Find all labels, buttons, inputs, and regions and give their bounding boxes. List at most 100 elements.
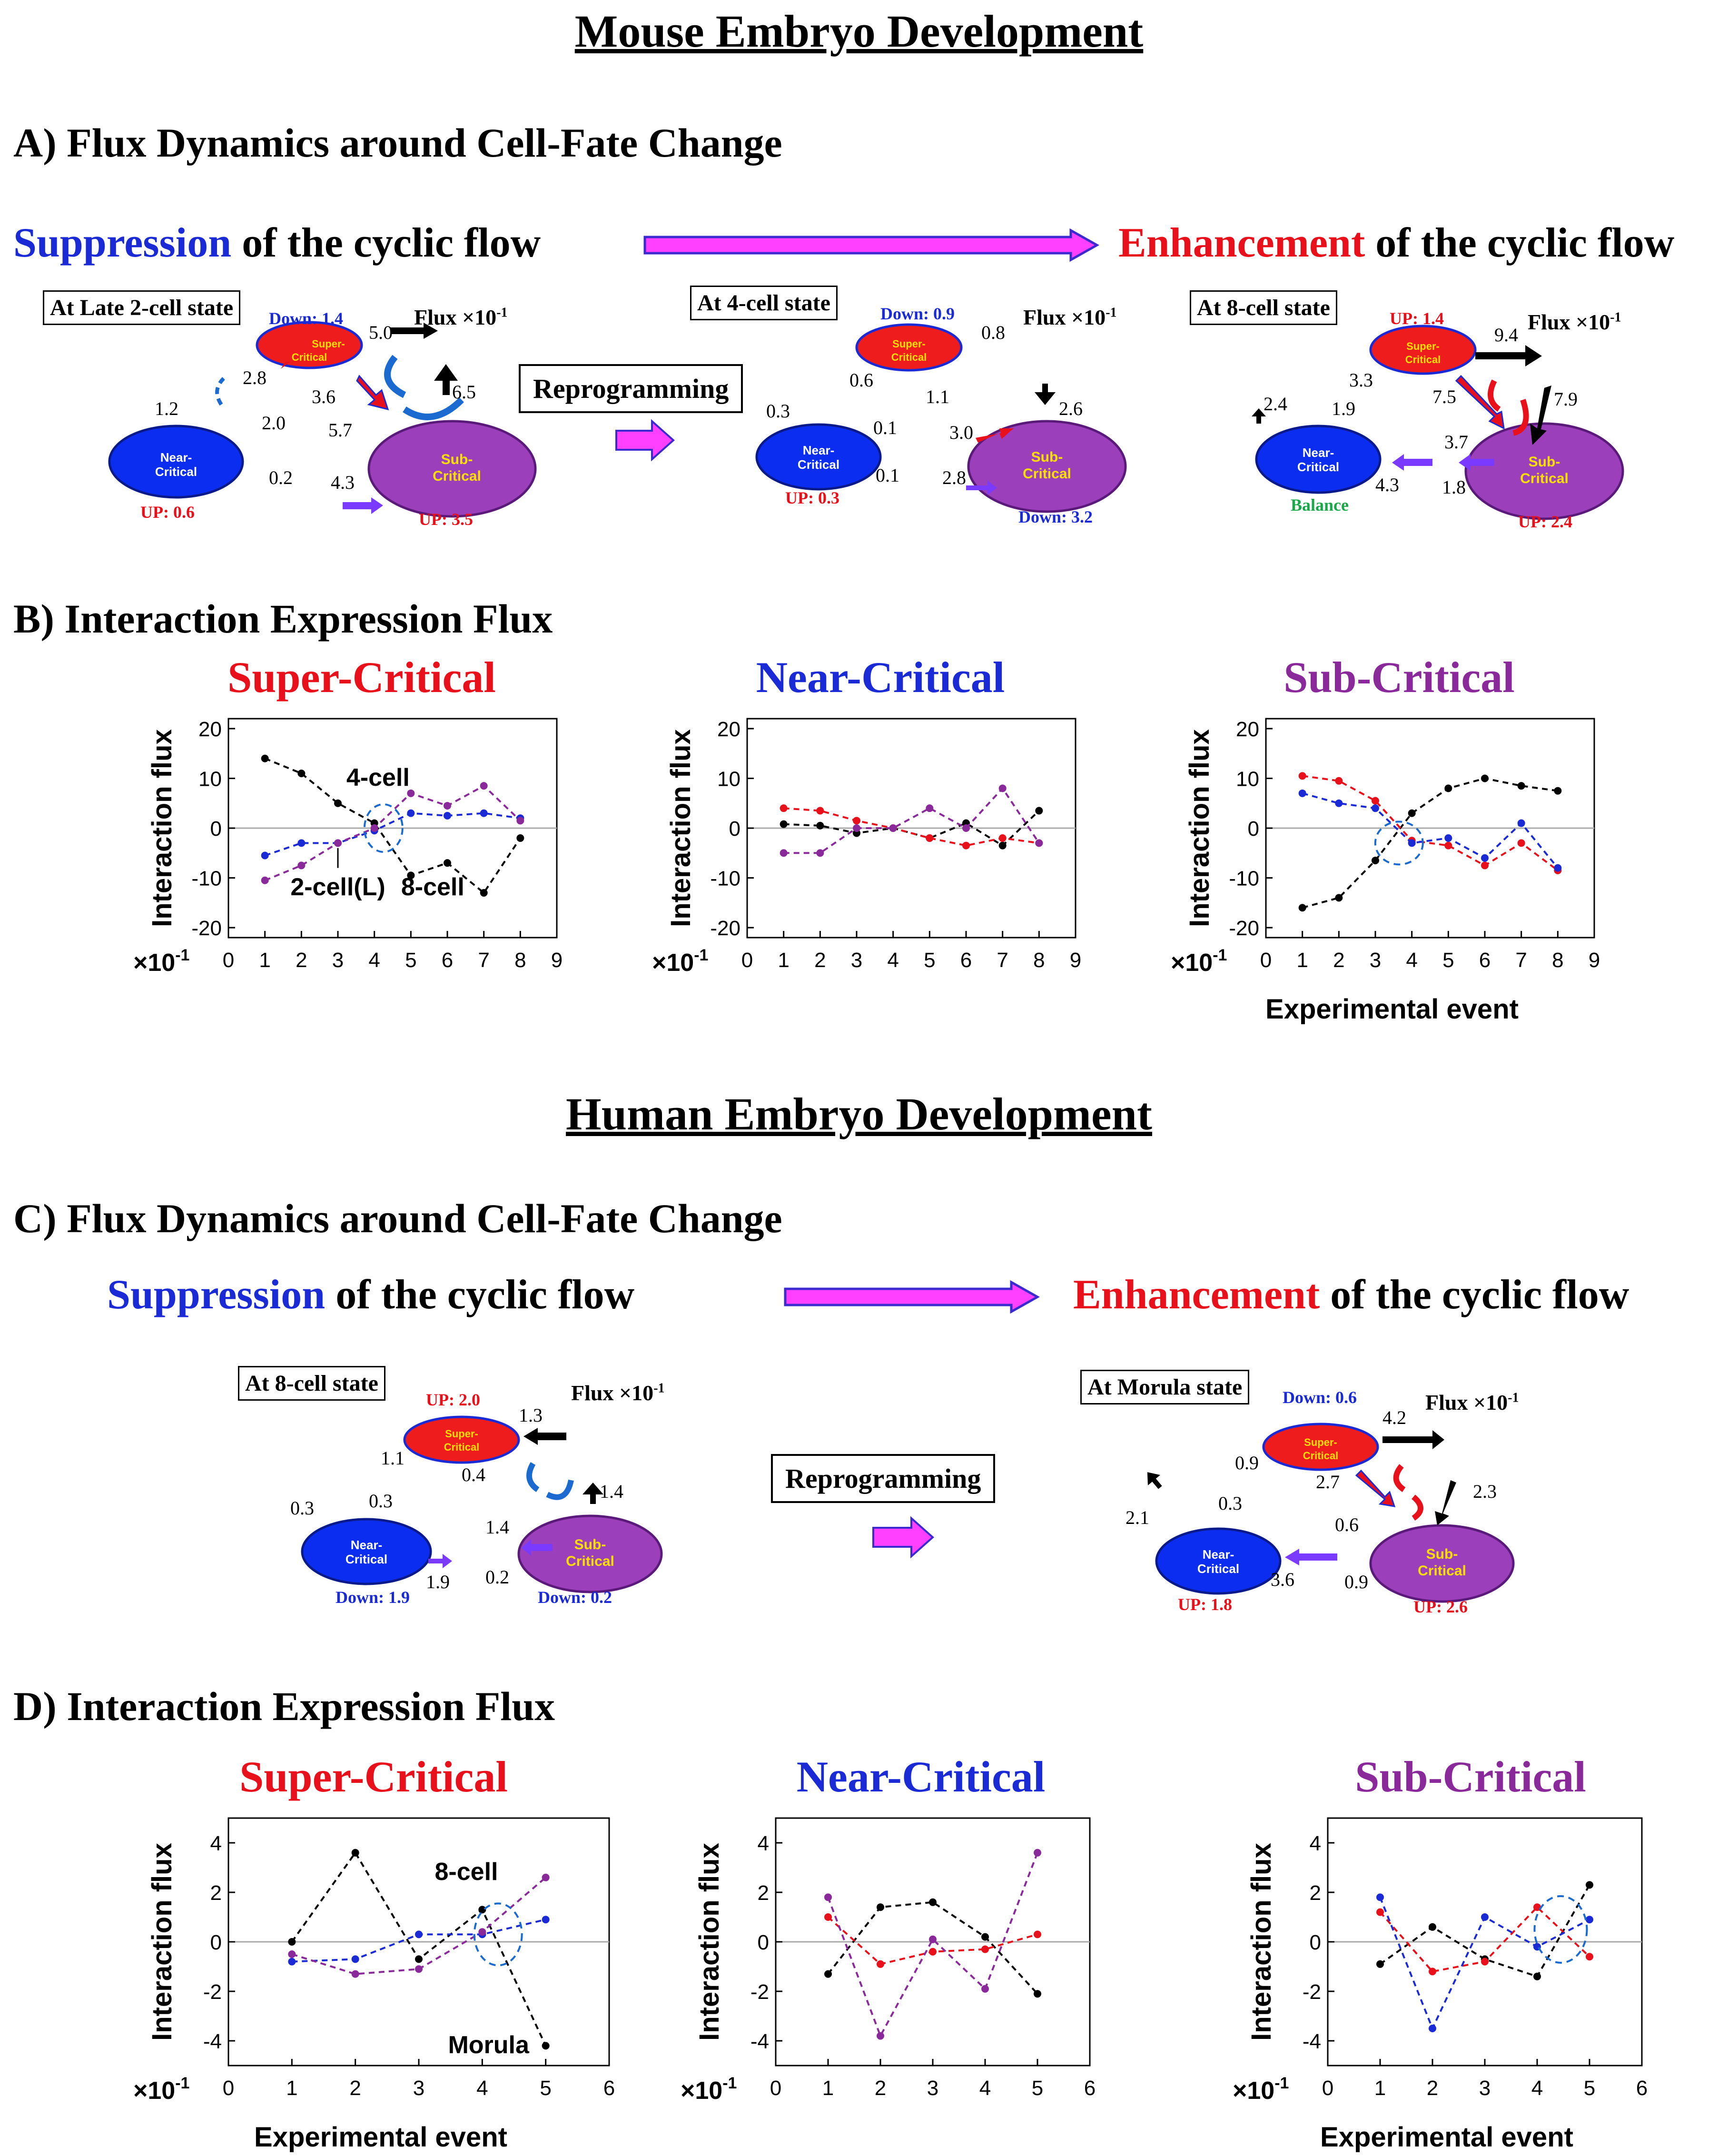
x-tick-label: 0: [223, 2077, 234, 2100]
suppression-rest: of the cyclic flow: [231, 220, 541, 266]
suppression-word: Suppression: [13, 220, 232, 266]
reprogramming-box-c: Reprogramming: [771, 1454, 996, 1503]
mouse-title: Mouse Embryo Development: [574, 6, 1144, 57]
x-tick-label: 2: [1427, 2077, 1438, 2100]
flux-value: 5.7: [328, 419, 352, 441]
flux-value: 2.4: [1264, 393, 1287, 415]
data-point: [351, 1955, 359, 1963]
data-point: [1429, 1923, 1436, 1931]
data-point: [1481, 861, 1489, 870]
x-tick-label: 3: [927, 2077, 938, 2100]
flux-value: 7.5: [1432, 386, 1456, 407]
flux-value: 0.2: [269, 467, 293, 488]
x-tick-label: 2: [1333, 949, 1344, 972]
data-point: [516, 817, 524, 825]
data-point: [1335, 894, 1343, 902]
flux-value: 2.6: [1059, 398, 1083, 419]
y-tick-label: 4: [1310, 1832, 1321, 1855]
chart-title: Sub-Critical: [1355, 1752, 1586, 1801]
data-point: [334, 839, 342, 847]
transition-arrow-a: [643, 228, 1099, 262]
svg-text:Critical: Critical: [1197, 1562, 1239, 1576]
data-point: [351, 1970, 359, 1978]
data-point: [780, 820, 788, 828]
data-point: [1408, 839, 1416, 847]
y-tick-label: 0: [210, 817, 222, 841]
x-tick-label: 0: [1322, 2077, 1333, 2100]
y-tick-label: -10: [1229, 867, 1259, 890]
x-tick-label: 4: [476, 2077, 488, 2100]
x-tick-label: 3: [1370, 949, 1381, 972]
y-tick-label: 0: [758, 1931, 769, 1954]
x-tick-label: 3: [332, 949, 344, 972]
super-status: Down: 1.4: [269, 309, 344, 328]
svg-text:Sub-: Sub-: [441, 452, 473, 467]
x-tick-label: 1: [286, 2077, 297, 2100]
data-point: [824, 1913, 832, 1921]
human-title: Human Embryo Development: [566, 1088, 1152, 1139]
data-point: [780, 804, 788, 812]
data-point: [816, 821, 824, 830]
y-tick-label: 20: [198, 718, 222, 741]
flux-value: 3.7: [1444, 431, 1468, 453]
flux-label: Flux ×10-1: [1528, 310, 1621, 334]
reprogramming-arrow-c: [872, 1516, 935, 1559]
svg-text:Critical: Critical: [1520, 471, 1569, 486]
state-box: At Late 2-cell state: [43, 290, 241, 325]
network-graphic: Super- Critical Near- Critical Sub- Crit…: [755, 323, 1127, 513]
svg-text:Critical: Critical: [444, 1441, 480, 1453]
data-point: [297, 861, 306, 870]
y-tick-label: -20: [191, 917, 222, 940]
svg-text:Sub-: Sub-: [1426, 1546, 1458, 1562]
flux-value: 0.8: [981, 322, 1005, 343]
flux-value: 0.3: [766, 400, 790, 422]
flux-value: 1.2: [155, 398, 178, 419]
x-tick-label: 2: [875, 2077, 886, 2100]
flux-value: 0.9: [1344, 1571, 1368, 1592]
x-tick-label: 1: [1374, 2077, 1386, 2100]
highlight-circle: [1533, 1895, 1588, 1964]
y-tick-label: 4: [210, 1832, 222, 1855]
data-point: [1034, 1990, 1041, 1998]
flux-value: 0.2: [485, 1566, 509, 1588]
data-point: [261, 851, 269, 860]
x-tick-label: 6: [1084, 2077, 1096, 2100]
x-tick-label: 0: [223, 949, 234, 972]
flux-label: Flux ×10-1: [571, 1381, 665, 1405]
data-point: [1533, 1903, 1541, 1911]
data-point: [981, 1985, 989, 1993]
data-point: [816, 807, 824, 815]
flux-value: 2.7: [1316, 1471, 1340, 1493]
flux-value: 2.0: [262, 412, 286, 434]
near-status: Balance: [1291, 495, 1349, 514]
x-tick-label: 6: [1479, 949, 1491, 972]
svg-text:Critical: Critical: [155, 465, 197, 479]
super-status: UP: 1.4: [1390, 309, 1444, 328]
multiplier-label: ×10-1: [681, 2074, 737, 2105]
x-axis-label: Experimental event: [1265, 994, 1519, 1025]
flux-value: 7.9: [1554, 388, 1578, 410]
x-tick-label: 7: [1515, 949, 1527, 972]
y-tick-label: 20: [1236, 718, 1259, 741]
x-tick-label: 2: [296, 949, 307, 972]
data-point: [288, 1950, 296, 1958]
data-point: [998, 841, 1007, 850]
data-point: [1035, 839, 1043, 847]
svg-text:Near-: Near-: [351, 1538, 382, 1552]
flux-value: 0.3: [369, 1490, 393, 1512]
series-line: [783, 807, 1039, 847]
data-point: [407, 809, 415, 817]
flux-value: 9.4: [1494, 324, 1518, 346]
data-point: [542, 2042, 550, 2050]
data-point: [1335, 777, 1343, 785]
y-tick-label: -10: [710, 867, 741, 890]
x-tick-label: 8: [1033, 949, 1045, 972]
near-status: UP: 0.3: [785, 488, 839, 507]
svg-text:Near-: Near-: [1303, 445, 1334, 460]
data-point: [926, 804, 934, 812]
flux-value: 0.9: [1235, 1452, 1259, 1474]
x-tick-label: 4: [368, 949, 380, 972]
